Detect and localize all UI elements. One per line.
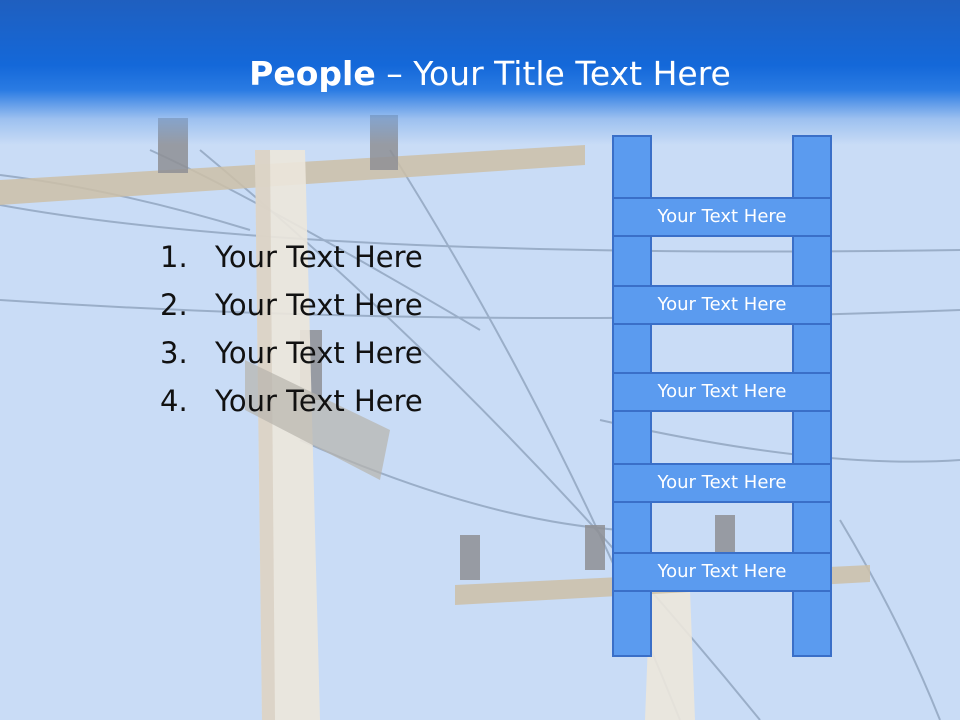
slide-title[interactable]: People – Your Title Text Here — [0, 52, 960, 96]
list-item: 2. Your Text Here — [160, 281, 423, 329]
ladder-rung[interactable]: Your Text Here — [612, 372, 832, 412]
list-item-number: 2. — [160, 288, 188, 322]
list-item: 3. Your Text Here — [160, 329, 423, 377]
list-item-text: Your Text Here — [215, 384, 423, 418]
list-item-number: 3. — [160, 336, 188, 370]
ladder-rung[interactable]: Your Text Here — [612, 552, 832, 592]
ladder-rung[interactable]: Your Text Here — [612, 285, 832, 325]
header-band — [0, 0, 960, 145]
list-item: 1. Your Text Here — [160, 233, 423, 281]
list-item-text: Your Text Here — [215, 336, 423, 370]
ladder-rung[interactable]: Your Text Here — [612, 463, 832, 503]
list-item-number: 4. — [160, 384, 188, 418]
list-item-text: Your Text Here — [215, 240, 423, 274]
title-rest-text: – Your Title Text Here — [375, 54, 731, 93]
ladder-rung[interactable]: Your Text Here — [612, 197, 832, 237]
list-item: 4. Your Text Here — [160, 377, 423, 425]
title-bold-text: People — [249, 54, 376, 93]
list-item-text: Your Text Here — [215, 288, 423, 322]
numbered-list[interactable]: 1. Your Text Here 2. Your Text Here 3. Your… — [160, 233, 423, 425]
list-item-number: 1. — [160, 240, 188, 274]
